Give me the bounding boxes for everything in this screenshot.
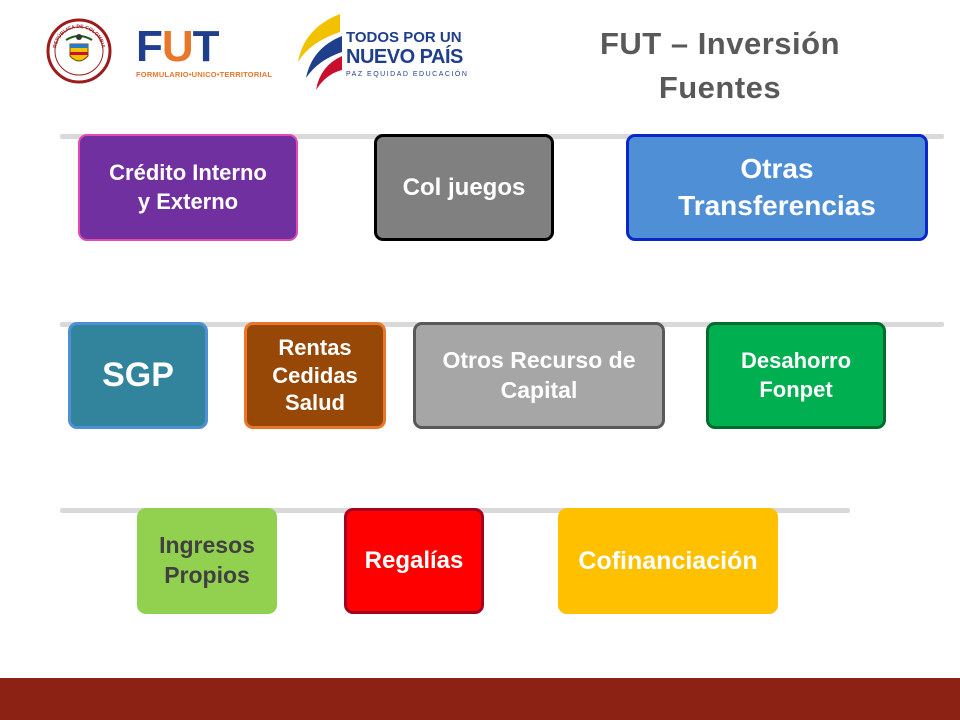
- todos-por-un-nuevo-pais-logo: TODOS POR UN NUEVO PAÍS PAZ EQUIDAD EDUC…: [290, 8, 480, 94]
- fut-letter-t: T: [192, 22, 220, 71]
- footer-bar: [0, 678, 960, 720]
- source-label-line2: Cedidas: [272, 362, 358, 388]
- nuevo-pais-swoosh-icon: [298, 14, 342, 90]
- source-desahorro-fonpet: Desahorro Fonpet: [706, 322, 886, 429]
- nuevo-pais-line1: TODOS POR UN: [346, 29, 462, 46]
- source-label-line2: Transferencias: [678, 189, 876, 221]
- page-title-line1: FUT – Inversión: [599, 26, 841, 61]
- source-otras-transferencias: Otras Transferencias: [626, 134, 928, 241]
- fut-letter-u: U: [161, 22, 194, 71]
- source-label-line1: Otros Recurso de: [442, 346, 636, 373]
- source-regalias: Regalías: [344, 508, 484, 614]
- source-label-line1: Col juegos: [402, 173, 526, 201]
- source-rentas-cedidas-salud: Rentas Cedidas Salud: [244, 322, 386, 429]
- page-title-line2: Fuentes: [658, 70, 782, 105]
- nuevo-pais-line2: NUEVO PAÍS: [346, 46, 463, 68]
- source-label-line2: Capital: [500, 376, 578, 403]
- fut-logo: F U T FORMULARIO•UNICO•TERRITORIAL: [136, 22, 273, 84]
- source-ingresos-propios: Ingresos Propios: [137, 508, 277, 614]
- source-label-line1: Rentas: [278, 335, 352, 361]
- source-otros-recurso-capital: Otros Recurso de Capital: [413, 322, 665, 429]
- source-label-line1: Ingresos: [159, 532, 255, 559]
- source-credito-interno-externo: Crédito Interno y Externo: [78, 134, 298, 241]
- source-label-line1: SGP: [102, 356, 174, 395]
- source-label-line1: Desahorro: [740, 347, 852, 373]
- source-label-line2: Fonpet: [759, 376, 833, 402]
- source-label-line1: Cofinanciación: [578, 546, 758, 575]
- source-cofinanciacion: Cofinanciación: [558, 508, 778, 614]
- source-label-line2: y Externo: [137, 188, 239, 214]
- source-coljuegos: Col juegos: [374, 134, 554, 241]
- fut-tagline: FORMULARIO•UNICO•TERRITORIAL: [136, 70, 273, 79]
- source-label-line1: Regalías: [364, 547, 464, 575]
- page-title: FUT – Inversión Fuentes: [560, 22, 880, 110]
- colombia-coat-of-arms-icon: REPÚBLICA DE COLOMBIA: [46, 18, 112, 84]
- source-label-line1: Crédito Interno: [109, 159, 267, 185]
- source-label-line2: Propios: [164, 562, 250, 588]
- source-label-line3: Salud: [285, 390, 345, 416]
- source-label-line1: Otras: [740, 153, 814, 185]
- fut-letter-f: F: [136, 22, 163, 71]
- colombia-seal-logo: REPÚBLICA DE COLOMBIA: [46, 18, 112, 84]
- source-sgp: SGP: [68, 322, 208, 429]
- nuevo-pais-line3: PAZ EQUIDAD EDUCACIÓN: [346, 71, 469, 78]
